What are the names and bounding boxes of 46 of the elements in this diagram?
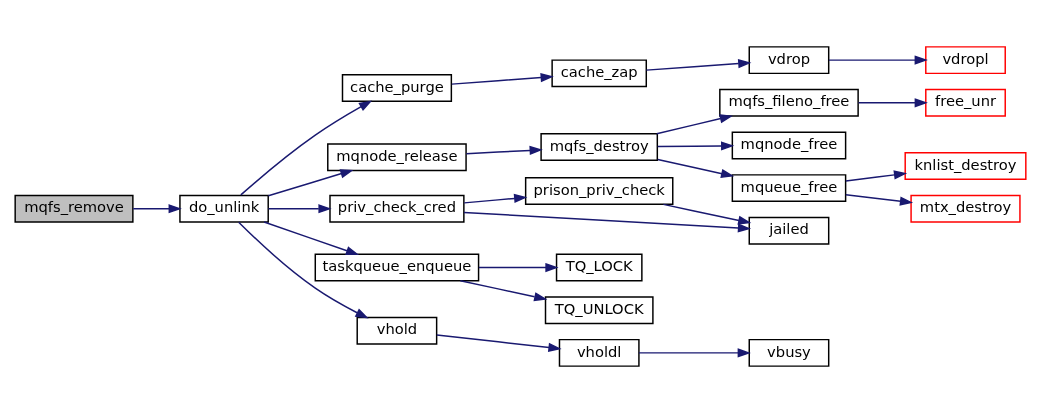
arrow	[465, 145, 543, 155]
node-box: knlist_destroy	[904, 151, 1027, 180]
node-box: mqfs_remove	[14, 194, 134, 223]
node-box: priv_check_cred	[329, 194, 465, 223]
node-box: prison_priv_check	[524, 176, 674, 205]
arrow	[263, 220, 360, 255]
arrow	[845, 193, 914, 206]
node-box: mqnode_free	[731, 130, 847, 159]
arrow	[463, 193, 528, 204]
arrow	[478, 262, 559, 272]
arrow	[657, 158, 735, 178]
arrow	[656, 113, 733, 134]
node-box: mqfs_destroy	[540, 132, 659, 161]
node-box: mqfs_fileno_free	[719, 88, 859, 117]
arrow	[459, 279, 548, 301]
arrow	[645, 58, 752, 71]
arrow	[436, 333, 562, 352]
arrow	[132, 203, 182, 213]
node-box: vdropl	[925, 45, 1006, 74]
arrow	[657, 140, 735, 151]
node-box: jailed	[748, 216, 830, 245]
arrow	[662, 203, 752, 225]
arrow	[237, 220, 369, 319]
arrow	[463, 211, 752, 233]
node-box: TQ_UNLOCK	[544, 295, 654, 324]
arrow	[857, 97, 928, 107]
node-box: vdrop	[748, 45, 830, 74]
arrow	[845, 169, 908, 182]
node-box: mtx_destroy	[910, 194, 1021, 223]
node-box: vhold	[356, 316, 438, 345]
node-box: vholdl	[558, 338, 640, 367]
node-box: vbusy	[748, 338, 830, 367]
arrow	[638, 347, 751, 357]
arrow	[267, 203, 332, 213]
node-box: mqnode_release	[327, 142, 467, 171]
node-box: cache_zap	[551, 58, 647, 87]
node-box: TQ_LOCK	[555, 253, 643, 282]
arrow	[451, 72, 554, 85]
arrow	[828, 55, 928, 65]
arrow	[240, 99, 373, 196]
arrow	[267, 168, 354, 196]
node-box: cache_purge	[341, 73, 453, 102]
node-box: taskqueue_enqueue	[314, 253, 480, 282]
node-box: do_unlink	[179, 194, 269, 223]
node-box: free_unr	[925, 88, 1006, 117]
node-box: mqueue_free	[731, 173, 847, 202]
